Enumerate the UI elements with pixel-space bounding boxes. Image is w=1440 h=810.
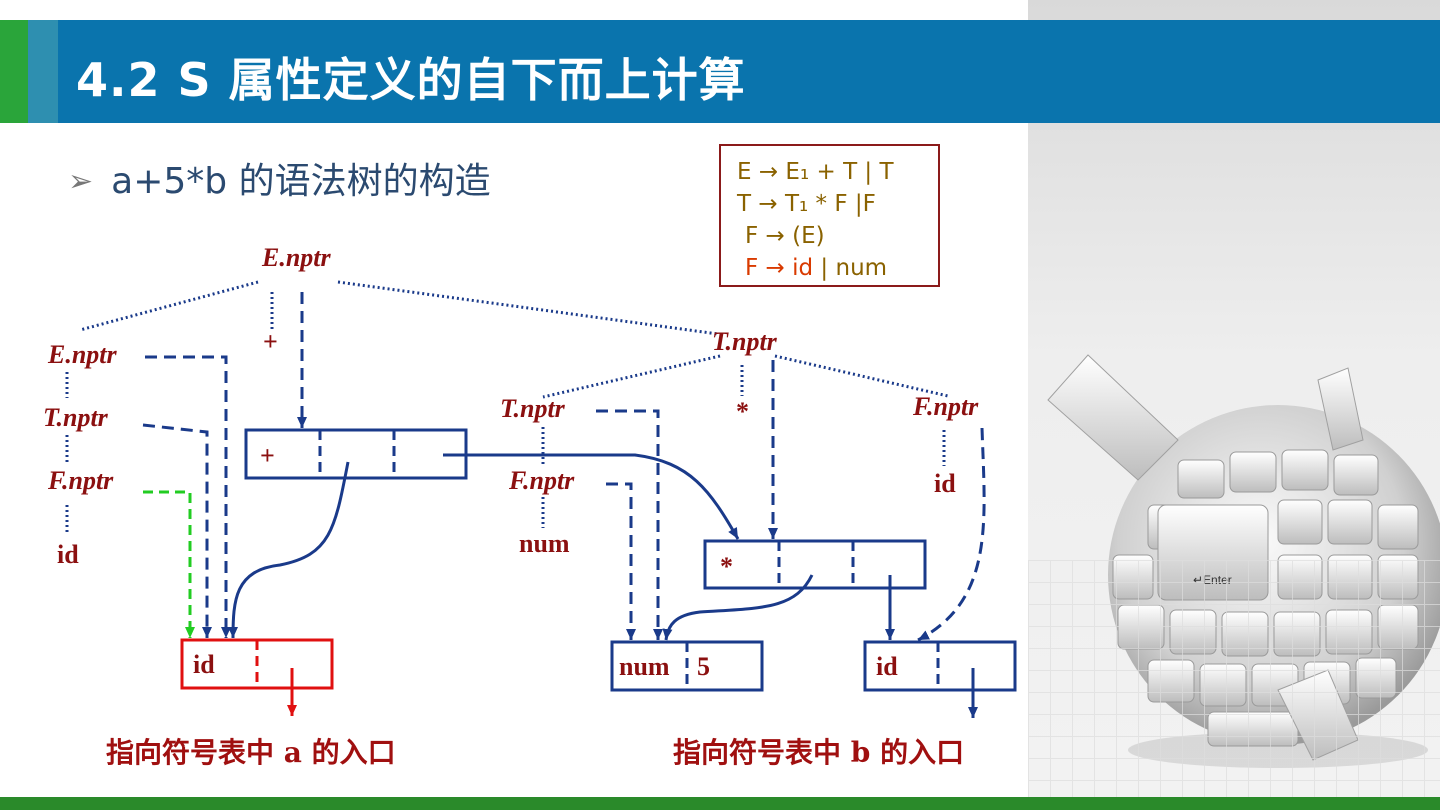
id-a-node: id: [182, 640, 332, 688]
caption-right: 指向符号表中 b 的入口: [673, 736, 964, 769]
plus-symbol: +: [263, 327, 278, 356]
plus-node-op: +: [260, 441, 275, 470]
left-f-nptr: F.nptr: [47, 466, 114, 495]
green-pointer-arrow: [143, 492, 190, 638]
root-e-nptr: E.nptr: [261, 243, 332, 272]
inner-t-nptr: T.nptr: [500, 394, 566, 423]
num-leaf: num: [519, 529, 570, 558]
id-a-label: id: [193, 650, 215, 679]
inner-f-nptr: F.nptr: [508, 466, 575, 495]
id-b-label: id: [876, 652, 898, 681]
num-node-label: num: [619, 652, 670, 681]
right-f-nptr: F.nptr: [912, 392, 979, 421]
left-e-nptr: E.nptr: [47, 340, 118, 369]
right-id-leaf: id: [934, 469, 956, 498]
left-id-leaf: id: [57, 540, 79, 569]
num-node-value: 5: [697, 652, 710, 681]
caption-left: 指向符号表中 a 的入口: [106, 736, 396, 769]
mult-node-op: *: [720, 552, 733, 581]
bottom-bar: [0, 797, 1440, 810]
id-b-node: id: [865, 642, 1015, 690]
left-t-nptr: T.nptr: [43, 403, 109, 432]
star-symbol: *: [736, 397, 749, 426]
plus-node: +: [246, 430, 466, 478]
right-t-nptr: T.nptr: [712, 327, 778, 356]
num-node: num 5: [612, 642, 762, 690]
mult-node: *: [705, 541, 925, 588]
